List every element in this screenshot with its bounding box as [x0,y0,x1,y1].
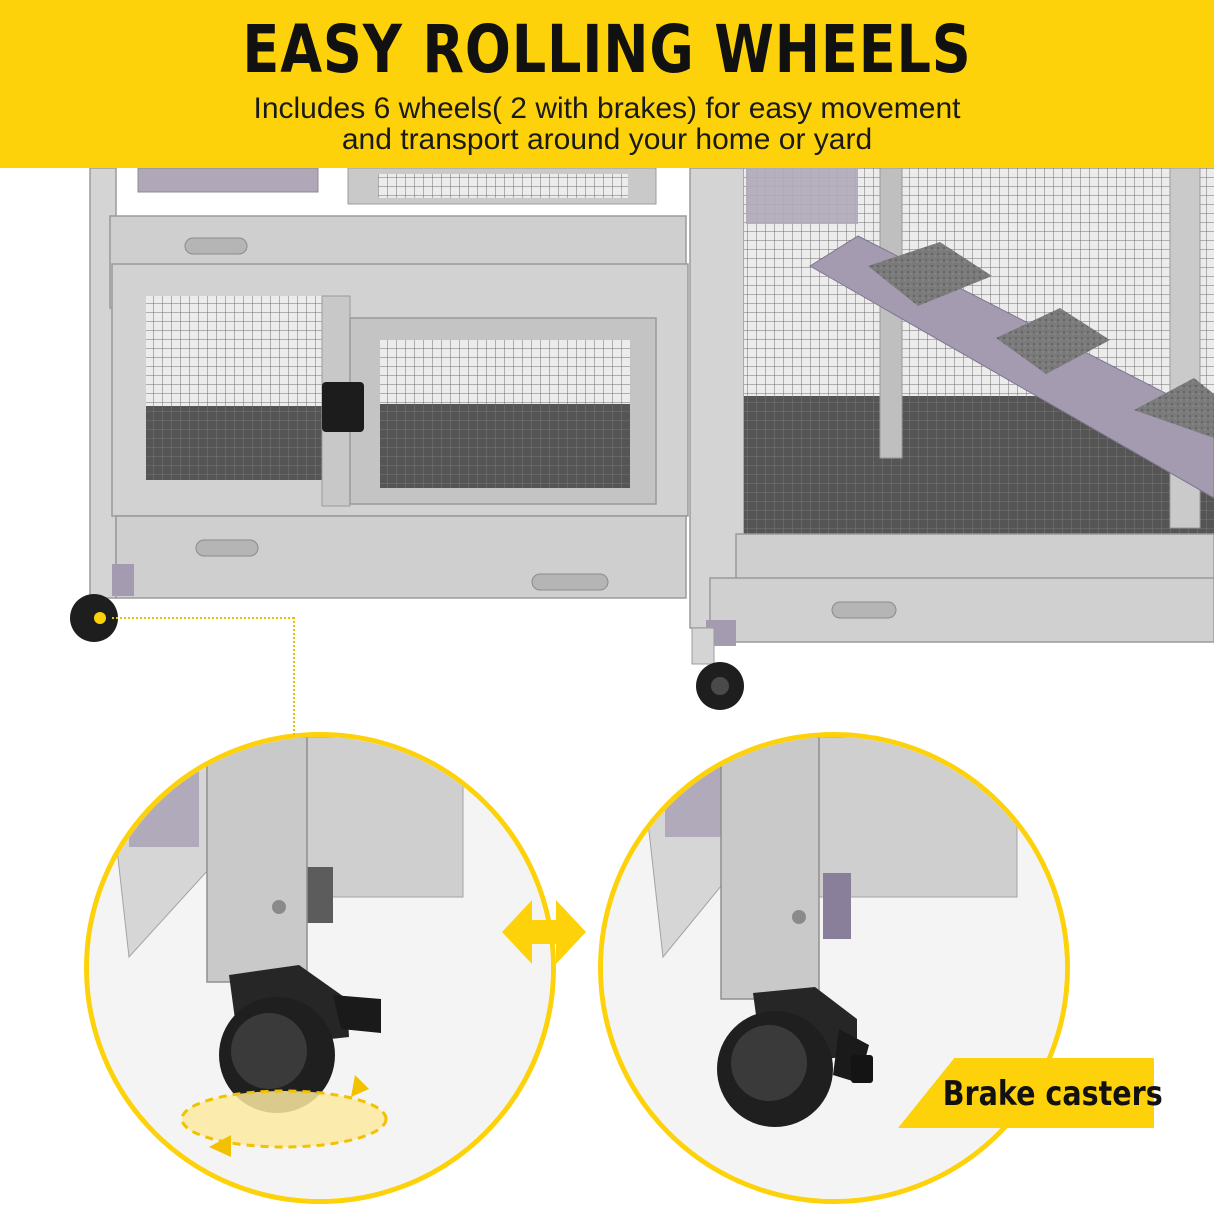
caster-front-middle [691,627,744,710]
brake-caster-closeup [598,732,1070,1204]
swivel-caster-closeup [84,732,556,1204]
ramp [809,235,1214,499]
swivel-caster-drawing [89,737,551,1199]
callout-leader-vertical [293,617,295,735]
brake-caster-drawing [603,737,1065,1199]
callout-leader-horizontal [112,617,294,619]
hutch-illustration [70,168,1214,710]
title-banner: EASY ROLLING WHEELS Includes 6 wheels( 2… [0,0,1214,168]
subheadline-line-1: Includes 6 wheels( 2 with brakes) for ea… [253,92,961,125]
hutch-right-module [689,168,1214,710]
hutch-left-module [70,168,689,642]
brake-casters-label: Brake casters [942,1074,1163,1114]
headline: EASY ROLLING WHEELS [242,11,972,88]
double-arrow-icon [502,900,586,964]
subheadline-line-2: and transport around your home or yard [341,123,873,156]
brake-casters-callout: Brake casters [898,1058,1163,1128]
caster-front-left [70,594,118,642]
